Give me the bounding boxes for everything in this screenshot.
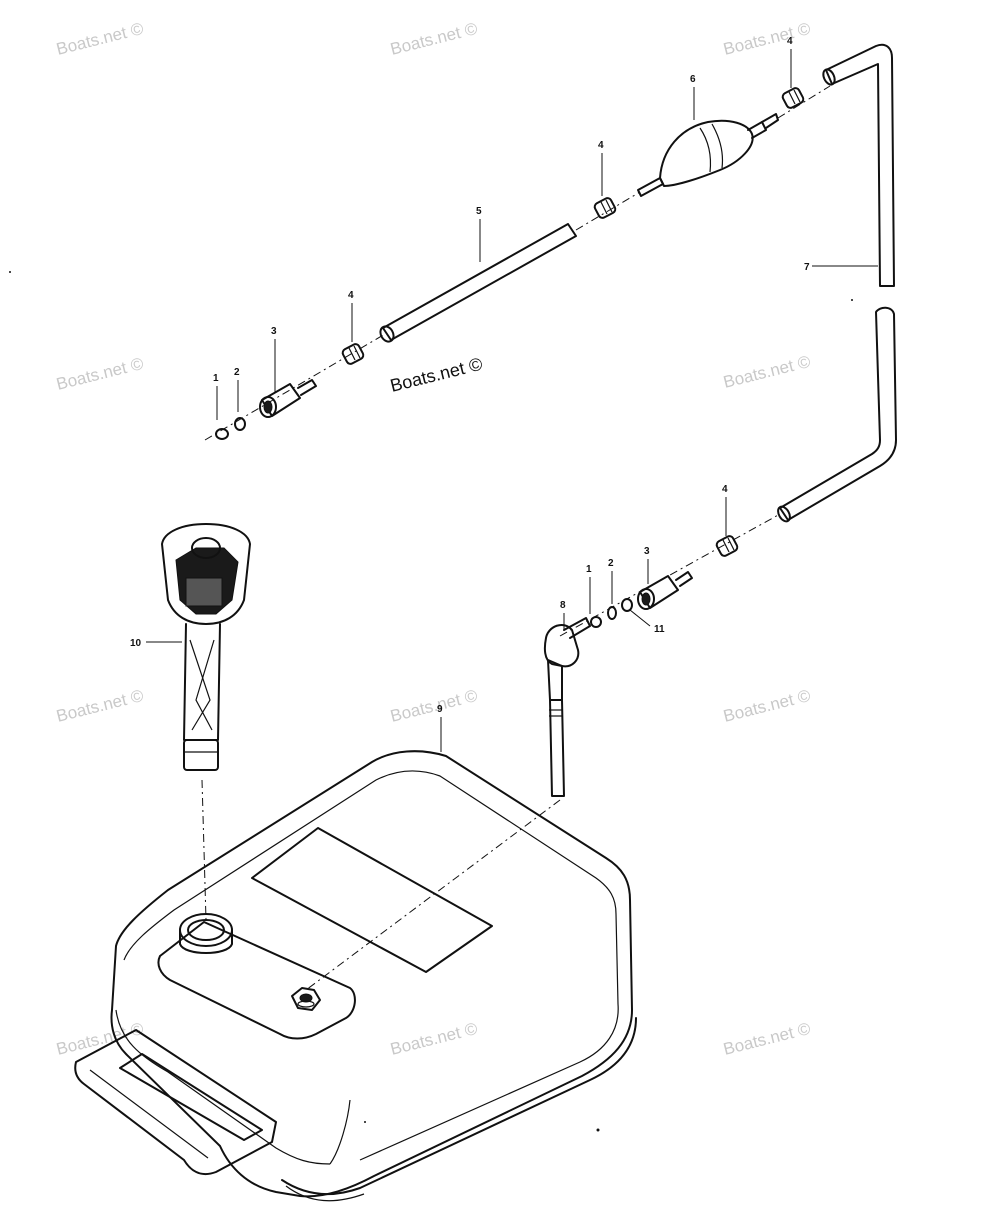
hose-clamp: [593, 197, 617, 219]
watermark: Boats.net ©: [721, 352, 812, 392]
callout-label: 4: [787, 36, 793, 47]
o-ring: [590, 616, 602, 628]
fuel-hose-bent-lower: [777, 306, 897, 523]
watermark: Boats.net ©: [54, 1019, 145, 1059]
watermark: Boats.net ©: [54, 19, 145, 59]
watermark: Boats.net ©: [721, 19, 812, 59]
watermark: Boats.net ©: [388, 686, 479, 726]
washer: [234, 417, 246, 431]
tank-handle: [74, 1029, 277, 1176]
callout-label: 5: [476, 206, 482, 217]
callout-label: 8: [560, 600, 566, 611]
callout-label: 4: [598, 140, 604, 151]
washer: [607, 606, 617, 620]
watermark: Boats.net ©: [388, 1019, 479, 1059]
upper-fuel-line: [204, 43, 895, 441]
watermark-center: Boats.net ©: [388, 354, 484, 396]
lower-fuel-connector: [543, 513, 781, 797]
o-ring: [621, 598, 633, 612]
quick-connector: [637, 571, 693, 610]
fuel-hose-bent-upper: [822, 43, 895, 287]
fuel-hose: [379, 223, 577, 343]
callout-label: 7: [804, 262, 810, 273]
hose-clamp: [781, 87, 805, 109]
callout-label: 3: [644, 546, 650, 557]
fuel-gauge: [161, 523, 251, 771]
callout-label: 1: [586, 564, 592, 575]
primer-bulb: [637, 113, 779, 197]
callout-label: 6: [690, 74, 696, 85]
hose-clamp: [341, 343, 365, 365]
callout-label: 3: [271, 326, 277, 337]
watermark: Boats.net ©: [721, 1019, 812, 1059]
callout-label: 4: [348, 290, 354, 301]
elbow-fitting: [543, 617, 591, 701]
watermark: Boats.net ©: [721, 686, 812, 726]
pickup-tube: [549, 699, 565, 797]
o-ring: [215, 428, 229, 440]
callout-label: 2: [234, 367, 240, 378]
hose-clamp: [715, 535, 739, 557]
outlet-fitting: [291, 987, 321, 1011]
fuel-tank: [74, 750, 637, 1202]
watermark: Boats.net ©: [54, 354, 145, 394]
callout-label: 4: [722, 484, 728, 495]
callout-label: 10: [130, 638, 142, 649]
watermark: Boats.net ©: [54, 686, 145, 726]
callout-label: 9: [437, 704, 443, 715]
callout-label: 11: [654, 624, 665, 635]
quick-connector: [259, 379, 317, 418]
callout-label: 2: [608, 558, 614, 569]
callouts: 1 2 3 4 5 4 6 4 7 4 3 2 1 8: [130, 36, 878, 752]
watermark: Boats.net ©: [388, 19, 479, 59]
callout-label: 1: [213, 373, 219, 384]
